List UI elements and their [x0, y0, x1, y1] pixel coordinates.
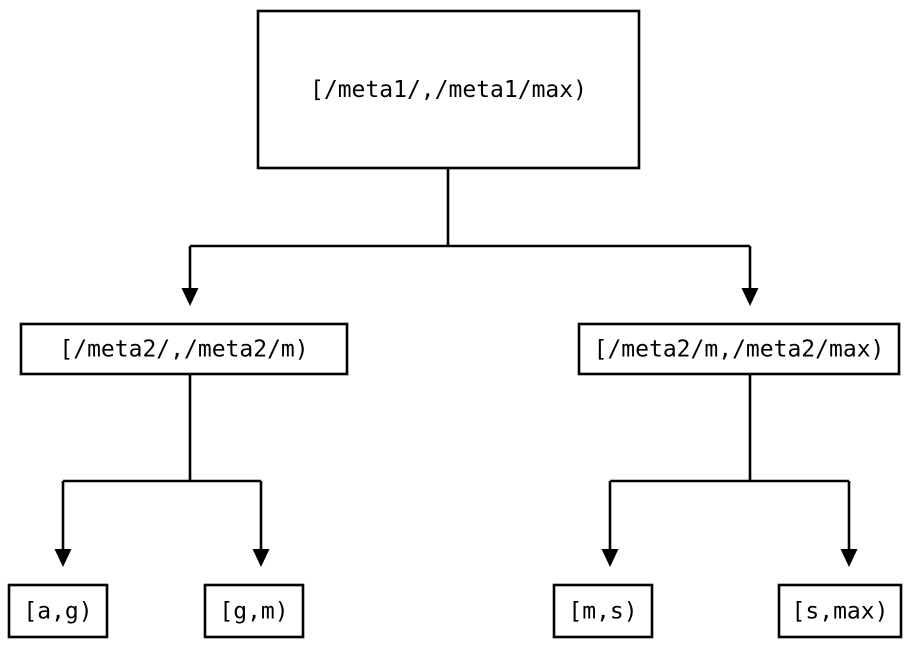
- node-box-leaf-g-m[interactable]: [203, 583, 305, 639]
- node-box-mid-right[interactable]: [577, 322, 901, 376]
- node-mid-right[interactable]: [/meta2/m,/meta2/max): [577, 322, 901, 376]
- node-label-leaf-g-m: [g,m): [219, 599, 288, 625]
- node-box-mid-left[interactable]: [19, 322, 349, 376]
- nodes-layer: [/meta1/,/meta1/max) [/meta2/,/meta2/m) [/…: [7, 9, 903, 639]
- node-leaf-g-m[interactable]: [g,m): [203, 583, 305, 639]
- arrowhead-icon: [741, 288, 759, 306]
- node-box-leaf-a-g[interactable]: [7, 583, 109, 639]
- node-box-root[interactable]: [256, 9, 641, 170]
- node-box-leaf-s-max[interactable]: [777, 583, 903, 639]
- node-label-mid-left: [/meta2/,/meta2/m): [59, 337, 308, 363]
- node-label-leaf-m-s: [m,s): [568, 599, 637, 625]
- arrowhead-icon: [252, 549, 270, 567]
- arrowhead-icon: [181, 288, 199, 306]
- node-leaf-m-s[interactable]: [m,s): [552, 583, 654, 639]
- node-mid-left[interactable]: [/meta2/,/meta2/m): [19, 322, 349, 376]
- route-mid-left: [54, 374, 270, 567]
- route-root: [181, 168, 759, 306]
- arrowhead-icon: [54, 549, 72, 567]
- route-mid-right: [601, 374, 858, 567]
- node-label-root: [/meta1/,/meta1/max): [310, 77, 587, 103]
- node-label-mid-right: [/meta2/m,/meta2/max): [594, 337, 885, 363]
- arrowhead-icon: [840, 549, 858, 567]
- node-leaf-a-g[interactable]: [a,g): [7, 583, 109, 639]
- edges-layer: [54, 168, 858, 567]
- arrowhead-icon: [601, 549, 619, 567]
- node-label-leaf-s-max: [s,max): [792, 599, 889, 625]
- node-box-leaf-m-s[interactable]: [552, 583, 654, 639]
- node-root[interactable]: [/meta1/,/meta1/max): [256, 9, 641, 170]
- node-leaf-s-max[interactable]: [s,max): [777, 583, 903, 639]
- node-label-leaf-a-g: [a,g): [23, 599, 92, 625]
